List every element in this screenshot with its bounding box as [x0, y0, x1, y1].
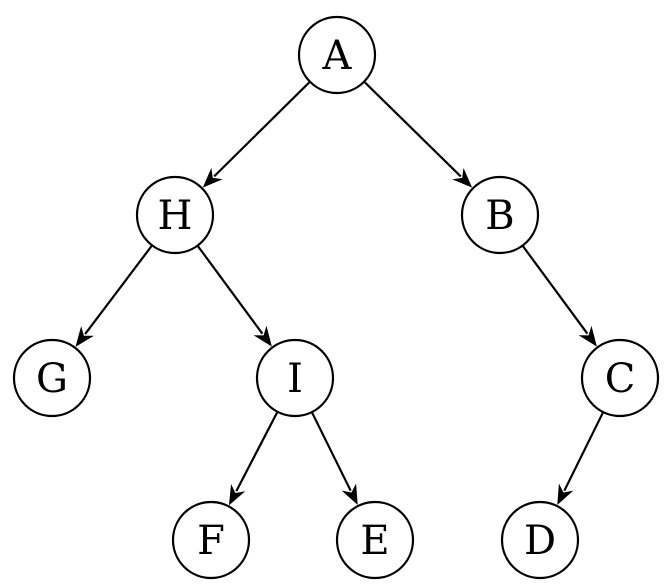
node-label: C	[605, 356, 636, 402]
node-label: B	[485, 193, 514, 239]
node-a: A	[297, 15, 377, 95]
arrowhead	[253, 325, 272, 347]
node-label: G	[36, 356, 68, 402]
arrowhead	[228, 483, 246, 506]
node-circle	[500, 500, 580, 580]
node-label: A	[322, 33, 353, 79]
node-label: H	[158, 193, 193, 239]
node-i: I	[255, 338, 335, 418]
node-label: F	[197, 518, 225, 564]
node-b: B	[460, 175, 540, 255]
node-f: F	[171, 500, 251, 580]
arrowhead	[341, 483, 358, 506]
node-label: E	[360, 518, 389, 564]
arrowhead	[557, 483, 574, 506]
node-circle	[12, 338, 92, 418]
node-circle	[580, 338, 660, 418]
node-circle	[297, 15, 377, 95]
node-c: C	[580, 338, 660, 418]
edge-line	[235, 411, 279, 492]
edge-i-e	[310, 411, 358, 506]
edge-b-c	[521, 244, 597, 347]
nodes-layer: A H B G I C F E D	[12, 15, 660, 580]
arrowhead	[578, 325, 597, 347]
edge-line	[213, 80, 311, 178]
edge-line	[521, 244, 589, 335]
edge-a-h	[202, 80, 311, 188]
edges-layer	[75, 80, 605, 506]
edge-line	[563, 411, 605, 492]
node-h: H	[135, 175, 215, 255]
node-d: D	[500, 500, 580, 580]
node-label: I	[287, 356, 303, 402]
edge-a-b	[363, 80, 473, 188]
edge-h-g	[75, 244, 153, 347]
node-circle	[135, 175, 215, 255]
edge-i-f	[228, 411, 279, 506]
node-g: G	[12, 338, 92, 418]
edge-line	[310, 411, 352, 492]
edge-line	[84, 244, 153, 335]
edge-c-d	[557, 411, 605, 506]
node-label: D	[524, 518, 556, 564]
node-circle	[335, 500, 415, 580]
edge-h-i	[196, 244, 272, 347]
node-circle	[255, 338, 335, 418]
node-circle	[460, 175, 540, 255]
edge-line	[363, 80, 462, 178]
edge-line	[196, 244, 264, 335]
arrowhead	[452, 167, 473, 188]
arrowhead	[75, 326, 94, 347]
node-e: E	[335, 500, 415, 580]
node-circle	[171, 500, 251, 580]
arrowhead	[202, 167, 223, 188]
